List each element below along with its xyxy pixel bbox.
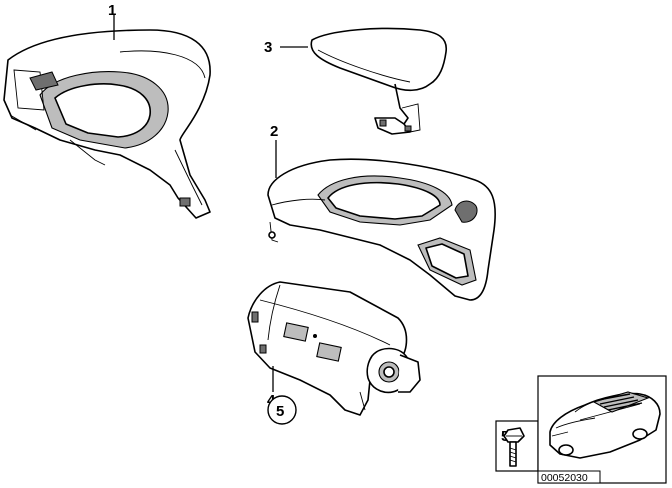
circled-callout-ring (267, 395, 297, 425)
callout-1: 1 (108, 2, 116, 19)
callout-2: 2 (270, 123, 278, 140)
reference-number: 00052030 (541, 472, 588, 484)
airbag-cover-lid-icon (310, 27, 447, 135)
passenger-airbag-module-icon (247, 281, 421, 416)
dashboard-carrier-icon (3, 29, 211, 219)
screw-bolt-icon (503, 427, 525, 467)
vehicle-location-car-icon (549, 391, 661, 459)
dashboard-trim-panel-icon (267, 158, 496, 301)
callout-5-circled: 5 (276, 403, 284, 420)
callout-3: 3 (264, 39, 272, 56)
reference-number-box (537, 470, 601, 484)
